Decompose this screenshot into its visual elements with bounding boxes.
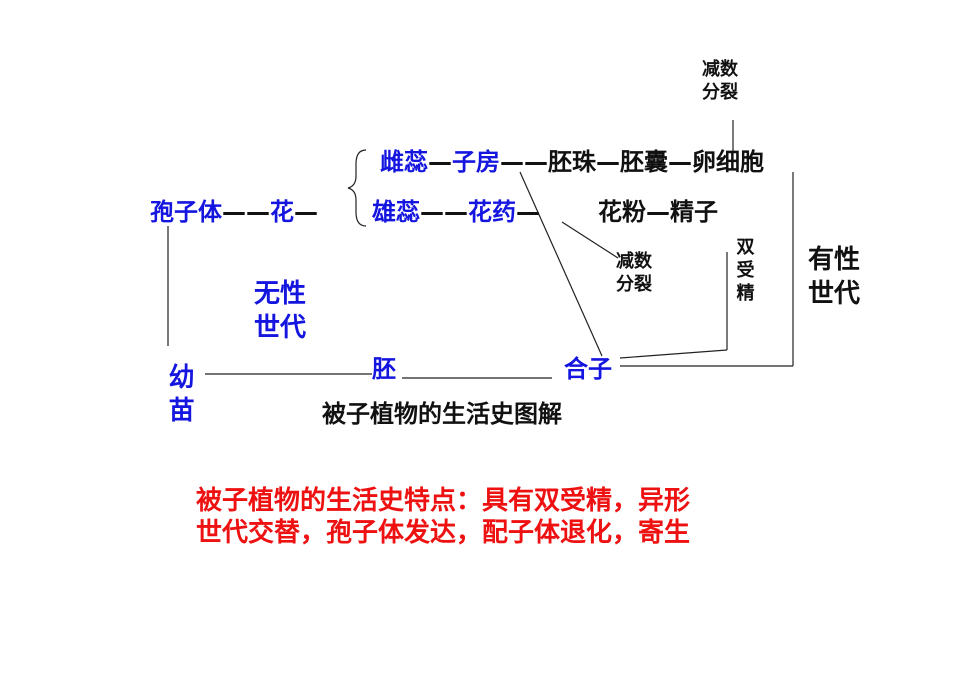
flower-brace [347, 149, 367, 227]
meiosis-mid-label: 减数分裂 [616, 251, 652, 296]
ovary-node: 子房 [452, 148, 500, 176]
pollen-node: 花粉 [598, 198, 646, 226]
ovule-node: 胚珠 [548, 148, 596, 176]
dash: — [646, 198, 670, 226]
sporophyte-node: 孢子体 [150, 198, 222, 226]
dash: — [516, 198, 540, 226]
stamen-node: 雄蕊 [372, 198, 420, 226]
seedling-node: 幼苗 [168, 363, 195, 427]
fertilization-to-zygote [619, 349, 728, 359]
dash: — [596, 148, 620, 176]
embryo-sac-node: 胚囊 [620, 148, 668, 176]
pistil-row: 雌蕊—子房——胚珠—胚囊—卵细胞 [380, 150, 764, 174]
double-fertilization-label: 双受精 [736, 237, 755, 305]
sexual-generation-label: 有性世代 [808, 245, 861, 309]
ovary-zygote-line [519, 171, 603, 357]
asexual-generation-label: 无性世代 [254, 279, 307, 343]
dash: —— [222, 198, 270, 226]
dash: —— [420, 198, 468, 226]
sperm-node: 精子 [670, 198, 718, 226]
dash: — [428, 148, 452, 176]
stamen-row: 雄蕊——花药— [372, 200, 540, 224]
anther-meiosis-line [561, 221, 619, 259]
dash: —— [500, 148, 548, 176]
flower-node: 花 [270, 198, 294, 226]
sporophyte-row: 孢子体——花— [150, 200, 318, 224]
dash: — [294, 198, 318, 226]
anther-node: 花药 [468, 198, 516, 226]
pollen-row: 花粉—精子 [598, 200, 718, 224]
pistil-node: 雌蕊 [380, 148, 428, 176]
diagram-caption: 被子植物的生活史图解 [322, 400, 562, 428]
zygote-node: 合子 [564, 355, 612, 383]
dash: — [668, 148, 692, 176]
embryo-node: 胚 [372, 355, 396, 383]
egg-cell-node: 卵细胞 [692, 148, 764, 176]
summary-line-1: 被子植物的生活史特点：具有双受精，异形 [196, 486, 691, 516]
summary-line-2: 世代交替，孢子体发达，配子体退化，寄生 [196, 518, 691, 548]
meiosis-top-label: 减数分裂 [702, 59, 738, 104]
